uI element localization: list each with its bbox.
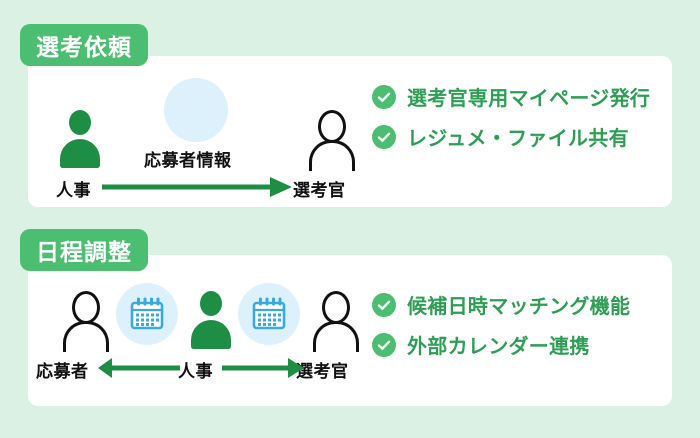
person-filled-green-icon: [58, 110, 102, 172]
feature-list-schedule-adjustment: 候補日時マッチング機能 外部カレンダー連携: [372, 290, 630, 370]
applicant-info-person-blue-icon: [177, 84, 215, 136]
flow-node-label-interviewer: 選考官: [293, 181, 346, 200]
section-badge-schedule-adjustment: 日程調整: [20, 229, 148, 271]
calendar-circle-left: [116, 283, 178, 345]
person-head: [318, 110, 346, 143]
calendar-icon: [127, 294, 167, 334]
flow-diagram-schedule-adjustment: 応募者: [30, 275, 375, 393]
person-body: [60, 139, 100, 168]
check-circle-icon: [372, 84, 396, 109]
person-body: [177, 106, 211, 131]
feature-label: レジュメ・ファイル共有: [407, 128, 629, 150]
arrow-left-icon: [98, 357, 180, 384]
check-circle-icon: [372, 292, 396, 317]
person-outline-icon: [60, 291, 109, 353]
person-body: [191, 320, 231, 349]
check-circle-icon: [372, 332, 396, 357]
person-head: [69, 110, 91, 135]
person-filled-green-icon: [189, 291, 233, 353]
arrow-right-icon: [222, 357, 304, 384]
person-head: [200, 291, 222, 316]
person-head: [322, 291, 350, 324]
feature-label: 選考官専用マイページ発行: [407, 88, 651, 110]
flow-node-label-interviewer: 選考官: [296, 362, 349, 381]
flow-node-label-hr: 人事: [56, 181, 91, 200]
person-outline-icon: [310, 291, 359, 353]
flow-node-label-hr: 人事: [178, 362, 213, 381]
person-body: [309, 140, 355, 171]
flow-node-label-applicant: 応募者: [36, 362, 89, 381]
feature-label: 候補日時マッチング機能: [407, 296, 631, 318]
person-head: [72, 291, 100, 324]
feature-item: 候補日時マッチング機能: [372, 290, 630, 319]
section-card-selection-request: [28, 56, 672, 207]
feature-item: レジュメ・ファイル共有: [372, 122, 650, 151]
flow-label-applicant-info: 応募者情報: [144, 151, 232, 170]
calendar-circle-right: [238, 283, 300, 345]
arrow-right-icon: [102, 176, 294, 203]
person-head: [177, 84, 196, 106]
feature-label: 外部カレンダー連携: [407, 336, 590, 358]
feature-item: 外部カレンダー連携: [372, 330, 630, 359]
feature-item: 選考官専用マイページ発行: [372, 82, 650, 111]
applicant-info-circle: [164, 78, 228, 142]
person-outline-icon: [306, 110, 355, 172]
person-body: [63, 321, 109, 352]
flow-diagram-selection-request: 人事 応募者情報 選考官: [40, 70, 370, 200]
person-body: [313, 321, 359, 352]
feature-list-selection-request: 選考官専用マイページ発行 レジュメ・ファイル共有: [372, 82, 650, 162]
check-circle-icon: [372, 124, 396, 149]
section-badge-selection-request: 選考依頼: [20, 24, 148, 66]
calendar-icon: [249, 294, 289, 334]
